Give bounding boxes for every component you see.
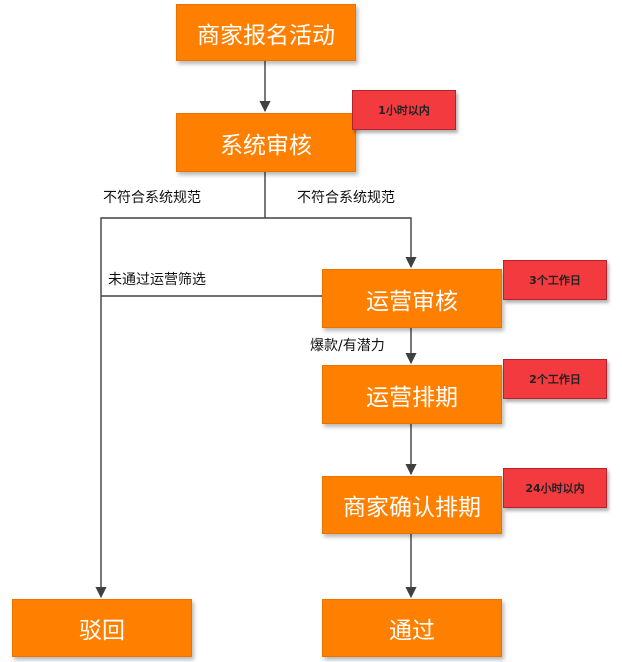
node-ops-schedule: 运营排期 (322, 365, 502, 424)
badge-system-review-time: 1小时以内 (352, 90, 456, 130)
badge-ops-review-time: 3个工作日 (503, 260, 607, 300)
node-ops-review: 运营审核 (322, 269, 502, 328)
node-register: 商家报名活动 (176, 4, 356, 61)
badge-ops-schedule-time: 2个工作日 (503, 359, 607, 399)
badge-merchant-confirm-time: 24小时以内 (503, 468, 607, 508)
node-system-review: 系统审核 (176, 113, 356, 172)
edge-label-left-noncompliant: 不符合系统规范 (103, 190, 201, 206)
edge-system-review-to-ops-review (265, 217, 417, 269)
node-pass: 通过 (322, 599, 502, 657)
edge-label-hot-item: 爆款/有潜力 (310, 338, 385, 354)
node-merchant-confirm: 商家确认排期 (322, 476, 502, 534)
edge-label-ops-filter-fail: 未通过运营筛选 (108, 272, 206, 288)
node-reject: 驳回 (12, 599, 192, 657)
edge-system-review-to-reject (95, 217, 265, 599)
edge-label-right-noncompliant: 不符合系统规范 (297, 190, 395, 206)
